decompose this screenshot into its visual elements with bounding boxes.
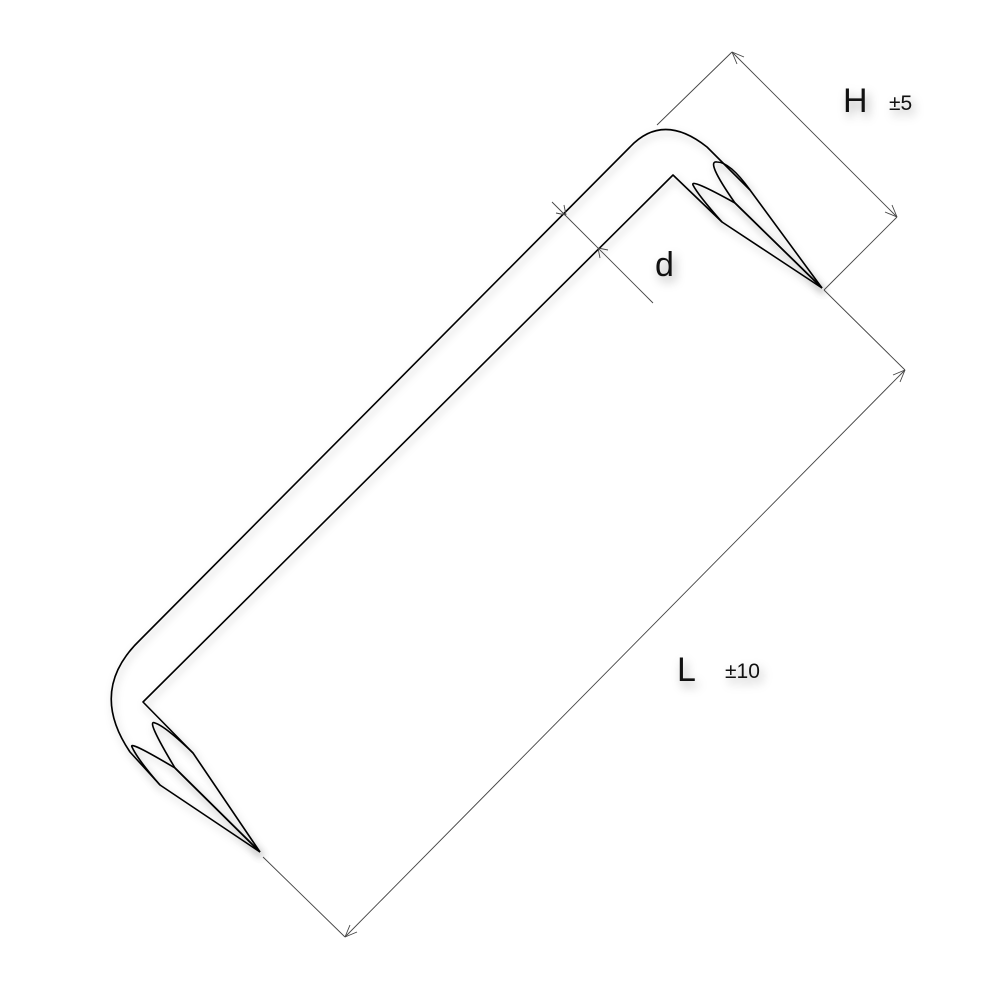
h-dimension [656,51,898,291]
top-leg-loop-right [712,161,823,289]
staple-outer-outline [110,128,823,853]
l-tolerance: ±10 [725,660,760,683]
l-dimension [262,289,906,938]
bottom-leg-loop-left [130,744,261,853]
staple-inner-outline [142,174,823,853]
top-leg-loop-left [692,182,823,289]
d-dimension [551,201,654,304]
bottom-leg-loop-right [151,721,261,853]
d-label: d [655,246,674,284]
h-tolerance: ±5 [889,92,912,115]
h-label: H [843,82,868,120]
l-label: L [677,651,696,689]
